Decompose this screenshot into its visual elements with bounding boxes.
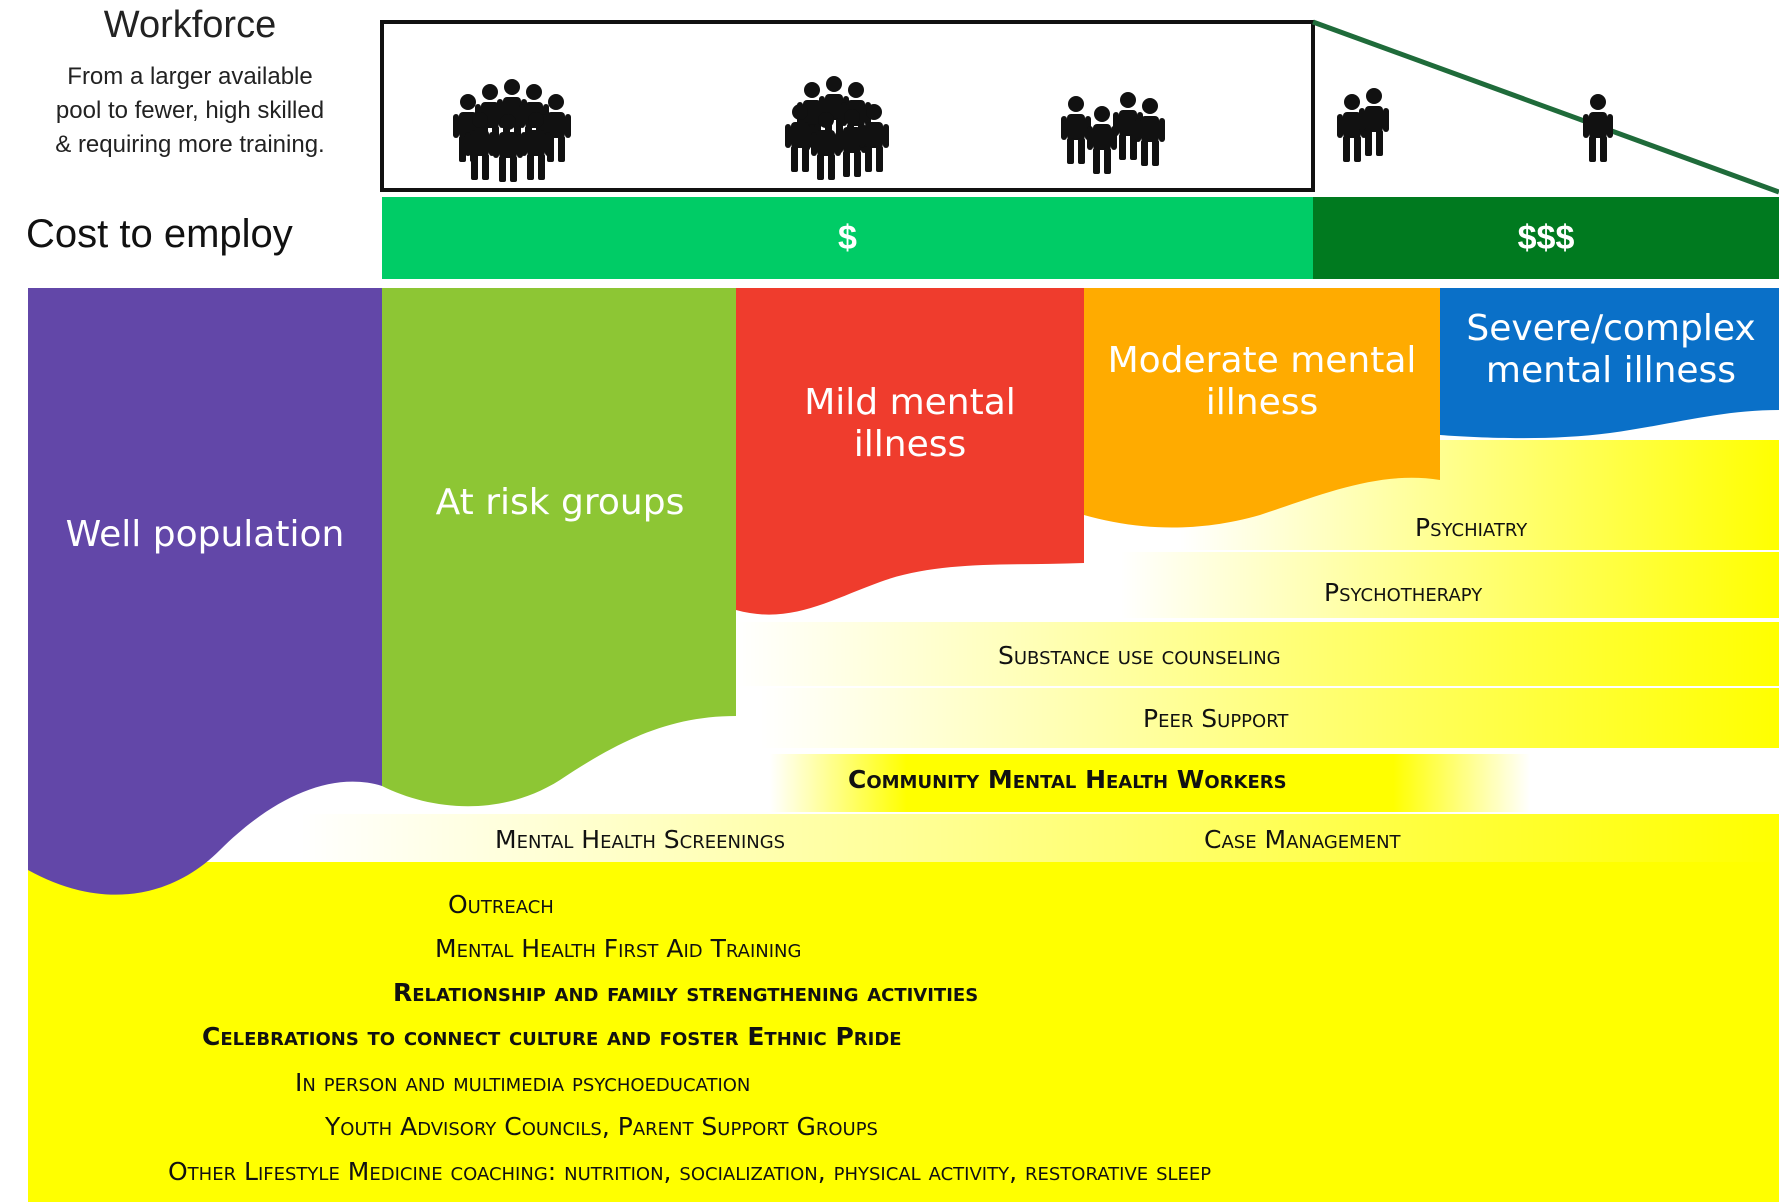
- person-icon: [1583, 94, 1613, 162]
- band-screenings: [300, 814, 1779, 866]
- segment-mild: [736, 288, 1084, 615]
- service-family: Relationship and family strengthening ac…: [393, 978, 979, 1007]
- segment-label-well: Well population: [65, 514, 345, 555]
- segment-label-mild: Mild mental illness: [804, 382, 1016, 465]
- workforce-title: Workforce: [103, 4, 277, 46]
- service-case-management: Case Management: [1204, 825, 1401, 854]
- service-outreach: Outreach: [448, 890, 554, 919]
- service-psychoeducation: In person and multimedia psychoeducation: [295, 1068, 751, 1097]
- people-pair-icon: [1337, 88, 1389, 162]
- service-youth-parent: Youth Advisory Councils, Parent Support …: [325, 1112, 878, 1141]
- segment-at-risk: [382, 288, 736, 807]
- decline-line: [1312, 19, 1779, 195]
- segment-well: [28, 288, 382, 895]
- service-chw: Community Mental Health Workers: [848, 765, 1287, 794]
- service-culture: Celebrations to connect culture and fost…: [202, 1022, 902, 1051]
- segment-label-at-risk: At risk groups: [435, 482, 685, 523]
- service-psychiatry: Psychiatry: [1415, 513, 1528, 542]
- service-lifestyle: Other Lifestyle Medicine coaching: nutri…: [168, 1157, 1212, 1186]
- service-peer-support: Peer Support: [1143, 704, 1289, 733]
- band-peer: [760, 688, 1779, 748]
- segment-severe: [1440, 288, 1779, 439]
- segment-moderate: [1084, 288, 1440, 528]
- cost-bar-high: [1313, 197, 1779, 279]
- segment-label-severe: Severe/complex mental illness: [1466, 308, 1756, 391]
- workforce-subtitle: From a larger available pool to fewer, h…: [55, 63, 325, 158]
- service-psychotherapy: Psychotherapy: [1324, 578, 1483, 607]
- segment-label-moderate: Moderate mental illness: [1107, 340, 1417, 423]
- cost-high-label: $$$: [1517, 219, 1575, 257]
- cost-low-label: $: [838, 219, 857, 257]
- cost-label: Cost to employ: [26, 212, 293, 256]
- service-screenings: Mental Health Screenings: [495, 825, 786, 854]
- cost-bar-low: [382, 197, 1313, 279]
- band-substance: [736, 622, 1779, 686]
- band-psychotherapy: [1120, 552, 1779, 618]
- service-mhfa: Mental Health First Aid Training: [435, 934, 802, 963]
- band-chw: [770, 754, 1530, 812]
- yellow-base: [28, 862, 1779, 1202]
- service-substance-use: Substance use counseling: [998, 641, 1281, 670]
